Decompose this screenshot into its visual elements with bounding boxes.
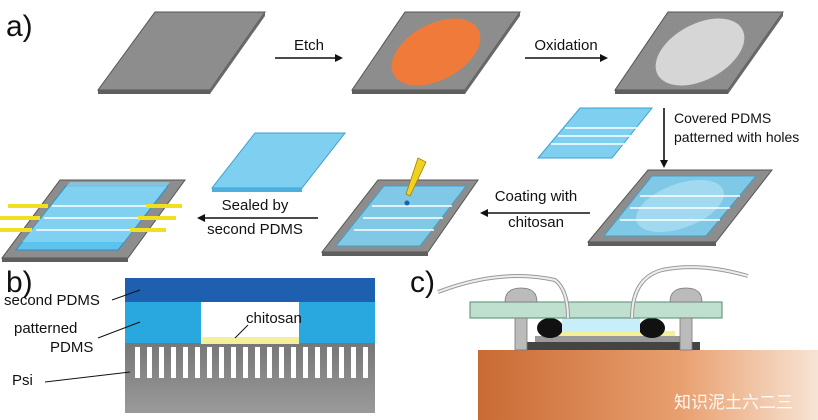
wafer-with-pdms bbox=[586, 169, 774, 246]
arrow-oxidation bbox=[525, 54, 608, 62]
pdms-second-sheet bbox=[210, 132, 347, 192]
cross-section bbox=[125, 278, 375, 413]
label-sealed-2: second PDMS bbox=[207, 221, 303, 238]
pipette-icon bbox=[404, 157, 427, 206]
label-psi: Psi bbox=[12, 372, 33, 389]
label-second-pdms: second PDMS bbox=[4, 292, 100, 309]
wafer-coating bbox=[320, 179, 479, 256]
label-oxidation: Oxidation bbox=[534, 37, 597, 54]
connection-wires bbox=[0, 204, 182, 232]
label-covered-2: patterned with holes bbox=[674, 129, 799, 145]
label-chitosan: chitosan bbox=[246, 310, 302, 327]
label-etch: Etch bbox=[294, 37, 324, 54]
arrow-sealed bbox=[197, 214, 318, 222]
arrow-etch bbox=[275, 54, 343, 62]
watermark-text: 知识泥土六二三 bbox=[674, 393, 793, 413]
label-coating-1: Coating with bbox=[495, 188, 578, 205]
pdms-patterned-sheet bbox=[536, 107, 654, 159]
label-patterned-1: patterned bbox=[14, 320, 77, 337]
wafer-oxidized bbox=[614, 11, 784, 94]
wafer-etched bbox=[351, 11, 521, 94]
label-covered-1: Covered PDMS bbox=[674, 110, 771, 126]
panel-label-c: c) bbox=[410, 266, 435, 299]
leader-lines bbox=[44, 289, 249, 383]
label-sealed-1: Sealed by bbox=[222, 197, 289, 214]
label-patterned-2: PDMS bbox=[50, 339, 93, 356]
arrow-coating bbox=[480, 209, 590, 217]
label-coating-2: chitosan bbox=[508, 214, 564, 231]
sealed-device bbox=[1, 179, 186, 262]
device-assembly bbox=[437, 265, 818, 420]
panel-label-a: a) bbox=[6, 10, 33, 43]
wafer-bare bbox=[97, 11, 266, 94]
arrow-cover-pdms bbox=[660, 108, 668, 168]
panel-label-b: b) bbox=[6, 266, 33, 299]
